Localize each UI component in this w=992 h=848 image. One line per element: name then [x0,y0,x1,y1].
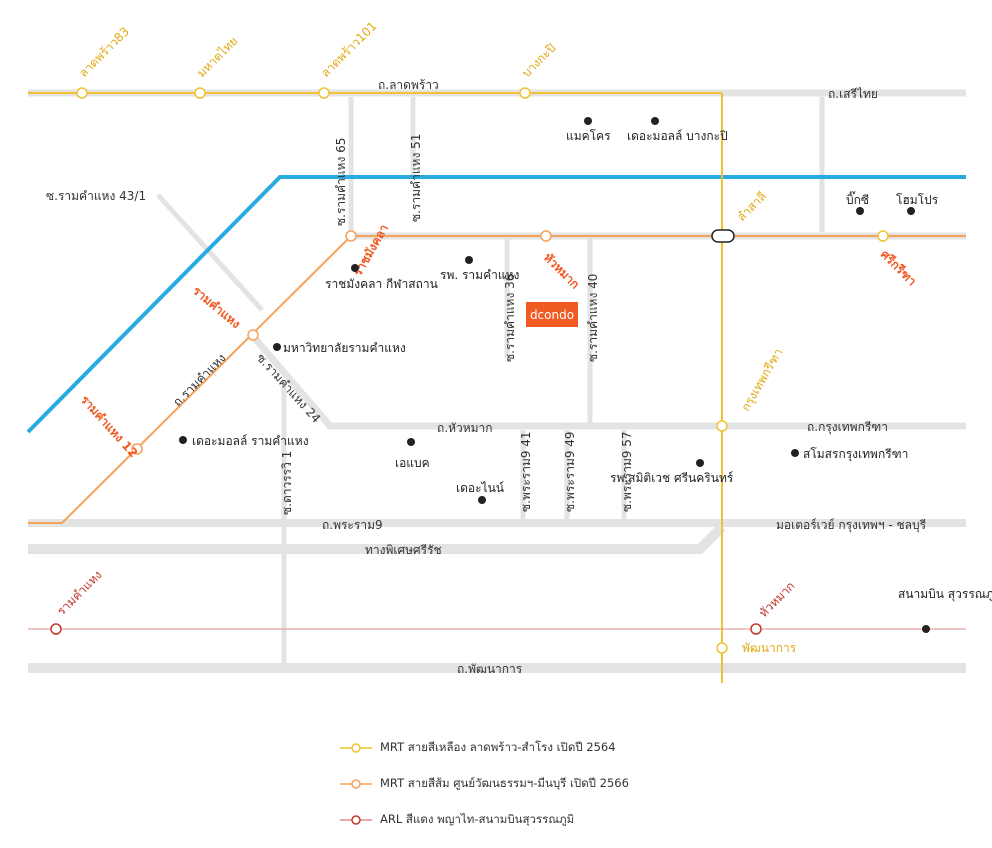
label-expressway: ทางพิเศษศรีรัช [365,543,442,557]
label-station-mahat-thai: มหาดไทย [194,34,240,80]
label-ramkhamhaeng-43-1: ซ.รามคำแหง 43/1 [46,189,146,203]
label-the-nine: เดอะไนน์ [456,481,504,495]
poi-dot-homepro [907,207,915,215]
station-srikritha [877,230,889,242]
station-hua-mak-arl [750,623,762,635]
label-soi-24: ซ.รามคำแหง 24 [254,351,324,426]
red-stations [50,623,762,635]
interchange-lam-sali [711,229,735,243]
label-lat-phrao: ถ.ลาดพร้าว [378,78,439,92]
legend-text: MRT สายสีส้ม ศูนย์วัฒนธรรมฯ-มีนบุรี เปิด… [380,776,629,790]
label-ramkhamhaeng-road: ถ.รามคำแหง [170,351,228,409]
poi-dot-rajamangala [351,264,359,272]
label-station-hua-mak-orange: หัวหมาก [541,250,582,291]
map-legend: MRT สายสีเหลือง ลาดพร้าว-สำโรง เปิดปี 25… [340,738,760,846]
station-phatthanakan [716,642,728,654]
legend-item: ARL สีแดง พญาไท-สนามบินสุวรรณภูมิ [340,810,760,830]
label-station-ramkhamhaeng: รามคำแหง [190,284,243,332]
dcondo-label: dcondo [529,307,575,322]
station-ramkhamhaeng-12 [131,443,143,455]
label-soi-51: ซ.รามคำแหง 51 [409,134,423,222]
label-homepro: โฮมโปร [896,193,939,207]
station-rajamangala [345,230,357,242]
poi-dot-suvarnabhumi [922,625,930,633]
label-station-ramkhamhaeng-12: รามคำแหง 12 [78,393,141,461]
label-the-mall-bangkapi-text: เดอะมอลล์ บางกะปิ [627,129,728,143]
label-krungthep-kritha-club: สโมสรกรุงเทพกรีฑา [803,447,908,462]
station-mahat-thai [194,87,206,99]
road-hua-mak [249,332,966,430]
legend-text: ARL สีแดง พญาไท-สนามบินสุวรรณภูมิ [380,812,575,826]
poi-dot-the-nine [478,496,486,504]
label-station-lat-phrao-101: ลาดพร้าว101 [318,19,379,80]
legend-red-line-icon [340,815,372,825]
legend-text: MRT สายสีเหลือง ลาดพร้าว-สำโรง เปิดปี 25… [380,740,616,754]
station-ramkhamhaeng-arl [50,623,62,635]
orange-line [28,235,966,524]
label-station-ramkhamhaeng-arl: รามคำแหง [54,568,104,618]
label-station-bang-kapi: บางกะปิ [519,41,558,80]
label-dao-ruang: ซ.ดาวรรวิ 1 [280,451,294,515]
label-station-lat-phrao-83: ลาดพร้าว83 [76,24,132,80]
label-soi-9-41: ซ.พระราม9 41 [519,431,533,512]
poi-dot-club [791,449,799,457]
road-network [28,89,966,673]
label-station-krungthep-kritha: กรุงเทพกรีฑา [738,346,786,414]
label-soi-9-57: ซ.พระราม9 57 [620,431,634,512]
yellow-stations [76,87,889,654]
blue-line [26,175,966,434]
station-bang-kapi [519,87,531,99]
label-the-mall-bangkapi: เดอะมอลล์ บางกะปิ [627,129,728,143]
station-ramkhamhaeng-orange [247,329,259,341]
label-the-mall-ramkhamhaeng: เดอะมอลล์ รามคำแหง [192,434,309,448]
station-krungthep-kritha [716,420,728,432]
poi-dot-hospital [465,256,473,264]
label-hua-mak: ถ.หัวหมาก [437,421,493,435]
poi-dot-the-mall-ram [179,436,187,444]
label-makro: แมคโคร [566,129,611,143]
legend-orange-line-icon [340,779,372,789]
road-expressway [28,523,726,554]
label-motorway: มอเตอร์เวย์ กรุงเทพฯ - ชลบุรี [776,518,927,533]
label-station-srikritha: ศรีกรีฑา [878,247,919,288]
poi-dot-the-mall-bangkapi [651,117,659,125]
poi-dot-makro [584,117,592,125]
label-abac: เอแบค [395,456,430,470]
label-phatthanakan: ถ.พัฒนาการ [457,662,523,676]
station-lat-phrao-101 [318,87,330,99]
orange-stations [131,230,552,455]
station-lat-phrao-83 [76,87,88,99]
legend-yellow-line-icon [340,743,372,753]
label-soi-36: ซ.รามคำแหง 36 [503,274,517,362]
label-krungthep-kritha: ถ.กรุงเทพกรีฑา [807,420,888,435]
road-ramkhamhaeng-43-1 [156,193,264,312]
legend-item: MRT สายสีเหลือง ลาดพร้าว-สำโรง เปิดปี 25… [340,738,760,758]
label-big-c: บิ๊กซี [846,191,869,207]
label-phra-ram-9: ถ.พระราม9 [322,518,383,532]
label-suvarnabhumi: สนามบิน สุวรรณภูมิ [898,587,992,602]
label-ramkhamhaeng-university: มหาวิทยาลัยรามคำแหง [283,341,406,355]
label-station-phatthanakan: พัฒนาการ [742,641,797,655]
station-hua-mak-orange [540,230,552,242]
label-soi-65: ซ.รามคำแหง 65 [334,138,348,226]
label-soi-40: ซ.รามคำแหง 40 [586,274,600,362]
poi-markers [179,117,930,633]
label-soi-9-49: ซ.พระราม9 49 [563,431,577,512]
poi-dot-abac [407,438,415,446]
label-samitivej: รพ.สมิติเวช ศรีนครินทร์ [610,471,734,485]
poi-dot-samitivej [696,459,704,467]
poi-dot-big-c [856,207,864,215]
poi-dot-university [273,343,281,351]
label-station-hua-mak-arl: หัวหมาก [756,579,797,620]
label-seri-thai: ถ.เสรีไทย [828,87,878,101]
dcondo-project-marker: dcondo [526,302,578,327]
label-ramkhamhaeng-hospital: รพ. รามคำแหง [440,268,519,282]
legend-item: MRT สายสีส้ม ศูนย์วัฒนธรรมฯ-มีนบุรี เปิด… [340,774,760,794]
label-rajamangala-stadium: ราชมังคลา กีฬาสถาน [325,277,438,291]
label-station-lam-sali: ลำสาลี [734,189,769,224]
